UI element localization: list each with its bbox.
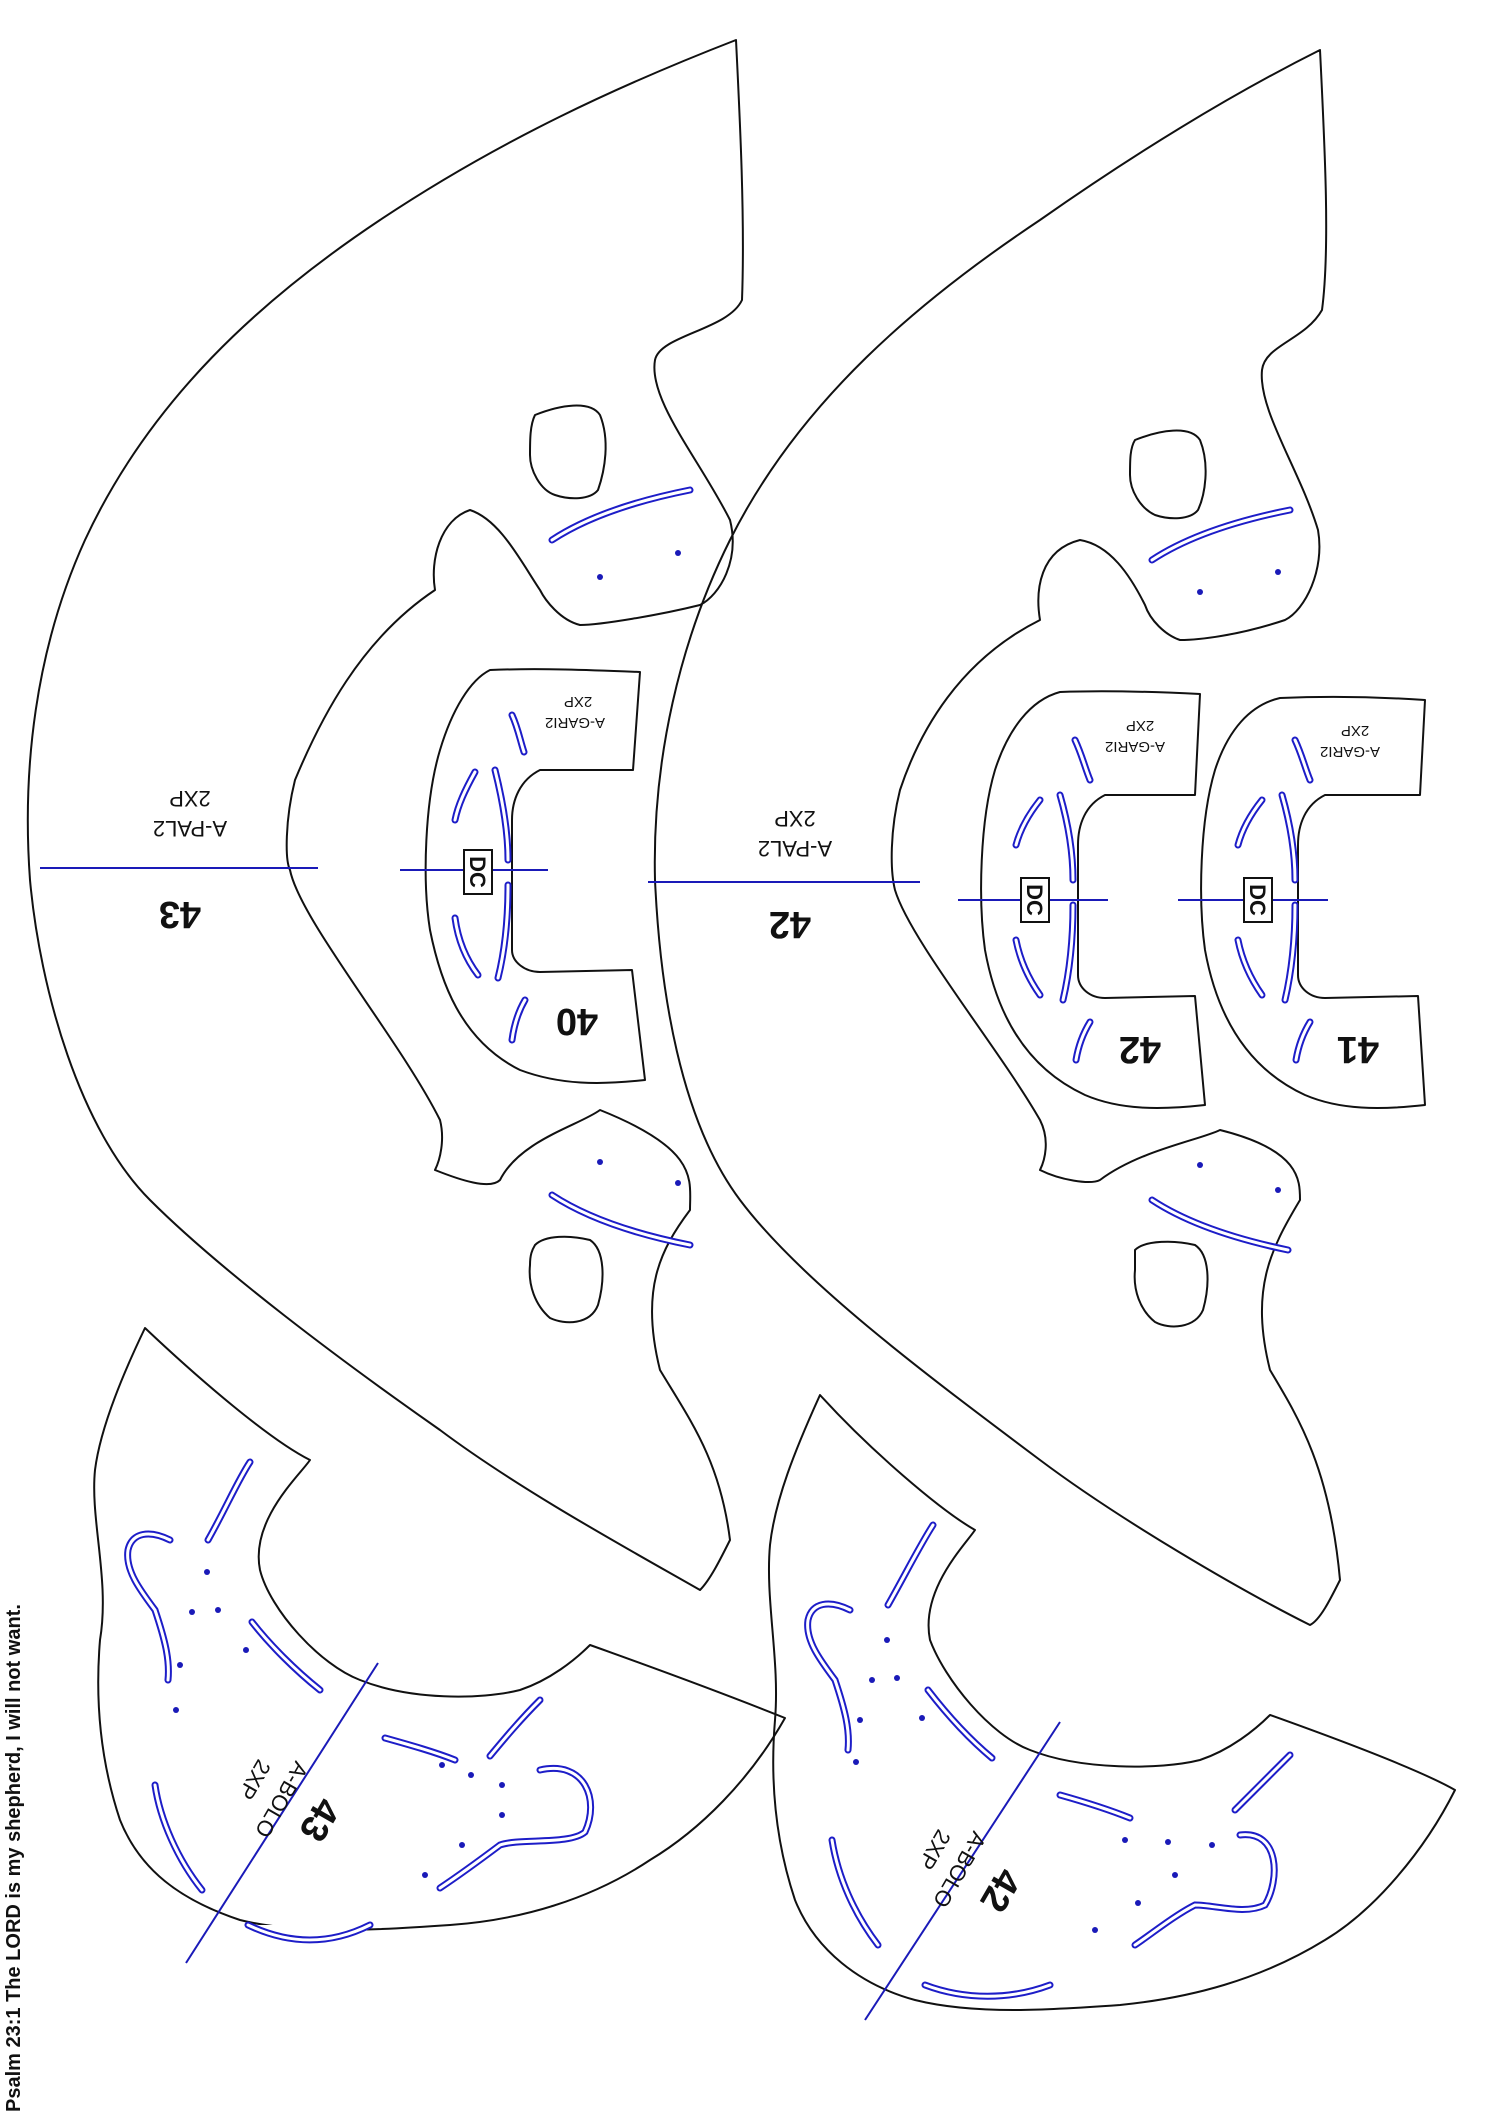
pal-43-code-label: A-PAL2 <box>153 816 227 841</box>
gari-40-code-label: A-GARI2 <box>545 714 605 731</box>
gari-41-code-label: A-GARI2 <box>1320 743 1380 760</box>
svg-text:DC: DC <box>1022 884 1047 916</box>
gari-41-size-label: 41 <box>1337 1028 1379 1070</box>
piece-gari-42: DC 42 A-GARI2 2XP <box>958 690 1206 1109</box>
gari-42-qty-label: 2XP <box>1126 717 1154 734</box>
gari-41-outline <box>1200 695 1426 1109</box>
verse-text: Psalm 23:1 The LORD is my shepherd, I wi… <box>3 1604 25 2112</box>
pal-42-window-bottom <box>1133 1240 1209 1328</box>
gari-42-size-label: 42 <box>1119 1028 1161 1070</box>
bolo-42-outline <box>767 1394 1456 2011</box>
pal-42-code-label: A-PAL2 <box>758 836 832 861</box>
gari-42-code-label: A-GARI2 <box>1105 738 1165 755</box>
dc-logo-icon: DC <box>1243 877 1273 923</box>
gari-40-outline <box>424 668 646 1084</box>
pal-43-qty-label: 2XP <box>169 786 211 811</box>
gari-40-size-label: 40 <box>556 1000 598 1042</box>
bolo-43-center-line <box>185 1662 379 1964</box>
pal-42-size-label: 42 <box>769 903 811 945</box>
pal-42-outline <box>653 49 1341 1626</box>
pal-43-window-bottom <box>528 1235 604 1324</box>
piece-pal-43: 43 A-PAL2 2XP <box>26 39 744 1591</box>
svg-text:DC: DC <box>465 856 490 888</box>
piece-gari-40: DC 40 A-GARI2 2XP <box>400 668 646 1084</box>
pal-43-size-label: 43 <box>159 893 201 935</box>
piece-bolo-43: 43 A-BOLO 2XP <box>93 1327 786 1964</box>
pal-42-window-top <box>1129 429 1207 520</box>
pal-43-window-top <box>529 404 607 500</box>
bolo-42-center-line <box>864 1721 1061 2021</box>
piece-pal-42: 42 A-PAL2 2XP <box>648 49 1341 1626</box>
dc-logo-icon: DC <box>1020 877 1050 923</box>
piece-bolo-42: 42 A-BOLO 2XP <box>767 1394 1456 2021</box>
bolo-43-size-label: 43 <box>290 1791 348 1849</box>
gari-40-qty-label: 2XP <box>564 693 592 710</box>
bolo-42-size-label: 42 <box>971 1861 1029 1919</box>
gari-42-outline <box>980 690 1206 1109</box>
gari-41-qty-label: 2XP <box>1341 722 1369 739</box>
piece-gari-41: DC 41 A-GARI2 2XP <box>1178 695 1426 1109</box>
pal-42-qty-label: 2XP <box>774 806 816 831</box>
svg-text:DC: DC <box>1245 884 1270 916</box>
dc-logo-icon: DC <box>463 849 493 895</box>
bolo-43-outline <box>93 1327 786 1931</box>
pal-43-outline <box>26 39 744 1591</box>
